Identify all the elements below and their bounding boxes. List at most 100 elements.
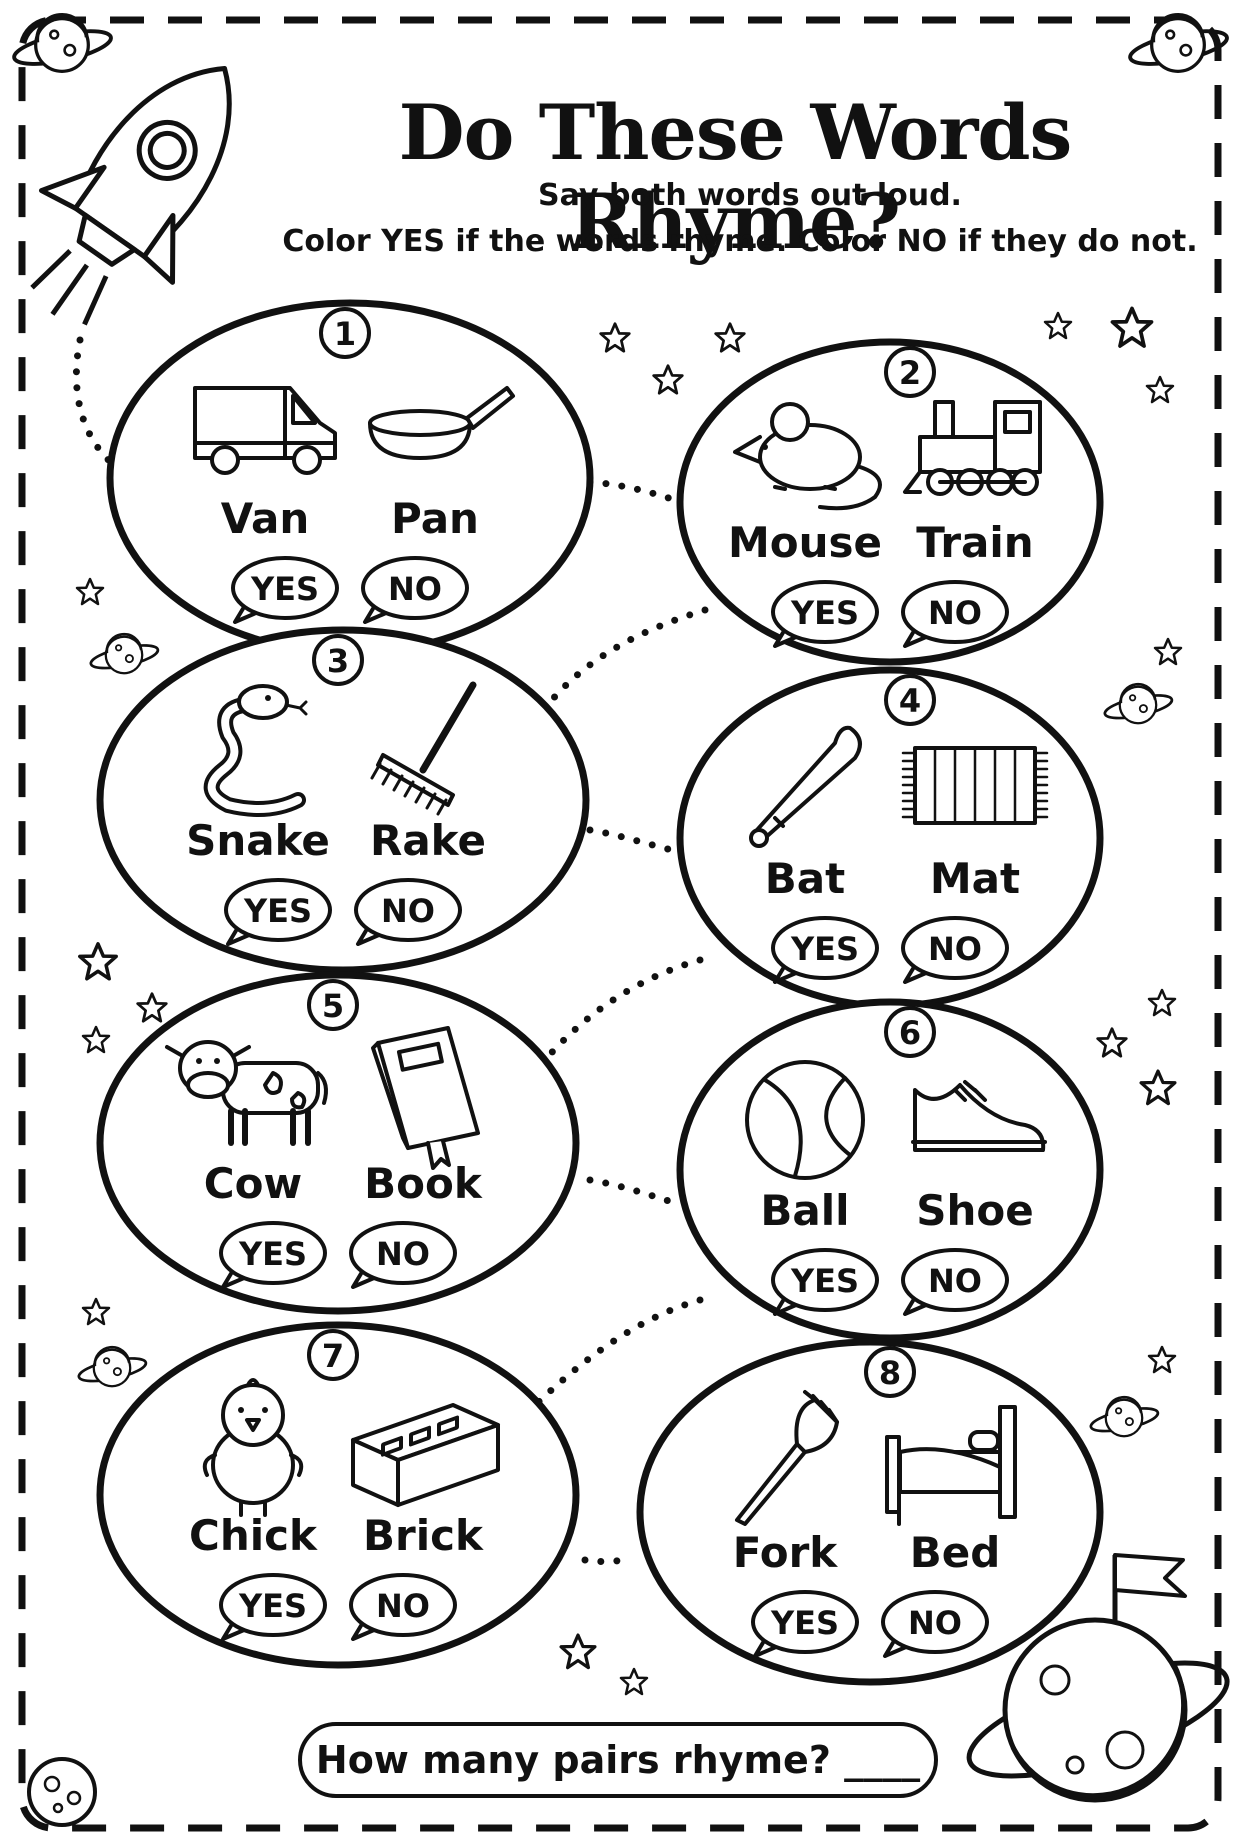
star-icon xyxy=(1139,1069,1177,1106)
pair-bubble xyxy=(676,338,1104,666)
instruction-line-2: Color YES if the words rhyme. Color NO i… xyxy=(282,224,1198,259)
star-icon xyxy=(714,322,746,353)
no-button[interactable]: NO xyxy=(354,878,462,946)
word-right: Bed xyxy=(910,1528,1001,1577)
planet-icon xyxy=(1101,682,1176,725)
pair-number-badge xyxy=(884,674,936,726)
no-button[interactable]: NO xyxy=(349,1221,457,1289)
no-button[interactable]: NO xyxy=(881,1590,989,1658)
no-label: NO xyxy=(376,1235,430,1273)
rake-icon xyxy=(370,681,477,816)
no-label: NO xyxy=(376,1587,430,1625)
pair-number: 7 xyxy=(322,1337,344,1375)
word-left: Cow xyxy=(204,1159,302,1208)
no-button[interactable]: NO xyxy=(361,556,469,624)
flag-icon xyxy=(1113,1553,1187,1598)
word-left: Fork xyxy=(733,1528,839,1577)
star-icon xyxy=(652,364,684,395)
star-icon xyxy=(1147,988,1177,1017)
no-button[interactable]: NO xyxy=(349,1573,457,1641)
pair-number-badge xyxy=(864,1346,916,1398)
yes-button[interactable]: YES xyxy=(771,580,879,648)
snake-icon xyxy=(203,684,308,817)
star-icon xyxy=(75,577,105,606)
rocket-icon xyxy=(30,66,232,326)
frying-pan-icon xyxy=(368,386,515,460)
yes-label: YES xyxy=(770,1604,839,1642)
yes-label: YES xyxy=(250,570,319,608)
pair-number-badge xyxy=(884,346,936,398)
train-icon xyxy=(903,400,1042,496)
planet-icon xyxy=(1087,1395,1162,1438)
word-right: Pan xyxy=(391,494,479,543)
pair-number-badge xyxy=(307,979,359,1031)
pair-number-badge xyxy=(319,307,371,359)
planet-with-flag-icon xyxy=(966,1553,1230,1803)
star-icon xyxy=(1110,306,1154,348)
chick-icon xyxy=(202,1378,304,1517)
no-button[interactable]: NO xyxy=(901,580,1009,648)
pair-number: 6 xyxy=(899,1014,921,1052)
word-left: Mouse xyxy=(728,518,882,567)
pair-number: 5 xyxy=(322,987,344,1025)
word-right: Mat xyxy=(930,854,1020,903)
ball-icon xyxy=(745,1060,865,1180)
pair-number-badge xyxy=(312,634,364,686)
no-button[interactable]: NO xyxy=(901,1248,1009,1316)
star-icon xyxy=(81,1025,111,1054)
planet-icon xyxy=(75,1345,150,1388)
star-icon xyxy=(78,942,118,981)
yes-button[interactable]: YES xyxy=(231,556,339,624)
no-label: NO xyxy=(928,594,982,632)
no-label: NO xyxy=(388,570,442,608)
yes-button[interactable]: YES xyxy=(224,878,332,946)
cow-icon xyxy=(165,1040,328,1146)
answer-box[interactable]: How many pairs rhyme? ____ xyxy=(298,1722,938,1798)
yes-button[interactable]: YES xyxy=(771,1248,879,1316)
star-icon xyxy=(1153,637,1183,666)
word-right: Brick xyxy=(363,1511,484,1560)
pair-bubble xyxy=(676,998,1104,1342)
word-left: Ball xyxy=(760,1186,849,1235)
star-icon xyxy=(1147,1345,1177,1374)
pair-number: 2 xyxy=(899,354,921,392)
pair-number-badge xyxy=(884,1006,936,1058)
word-left: Snake xyxy=(186,816,330,865)
star-icon xyxy=(81,1297,111,1326)
yes-label: YES xyxy=(238,1587,307,1625)
no-button[interactable]: NO xyxy=(901,916,1009,984)
pair-number-badge xyxy=(307,1329,359,1381)
mat-icon xyxy=(901,746,1049,825)
pair-number: 8 xyxy=(879,1354,901,1392)
yes-label: YES xyxy=(790,594,859,632)
page-border xyxy=(18,16,1222,1832)
star-icon xyxy=(559,1633,597,1670)
star-icon xyxy=(599,322,631,353)
no-label: NO xyxy=(381,892,435,930)
yes-label: YES xyxy=(790,1262,859,1300)
pair-bubble xyxy=(636,1338,1104,1686)
page-title: Do These Words Rhyme? xyxy=(398,88,1073,266)
pair-number: 3 xyxy=(327,642,349,680)
yes-button[interactable]: YES xyxy=(219,1221,327,1289)
yes-label: YES xyxy=(243,892,312,930)
no-label: NO xyxy=(928,1262,982,1300)
word-right: Book xyxy=(364,1159,483,1208)
star-icon xyxy=(1096,1027,1128,1058)
pair-number: 4 xyxy=(899,682,921,720)
yes-button[interactable]: YES xyxy=(771,916,879,984)
book-icon xyxy=(371,1026,480,1170)
yes-button[interactable]: YES xyxy=(751,1590,859,1658)
planet-icon xyxy=(9,13,116,73)
shoe-icon xyxy=(911,1080,1047,1152)
yes-button[interactable]: YES xyxy=(219,1573,327,1641)
yes-label: YES xyxy=(790,930,859,968)
bed-icon xyxy=(885,1405,1017,1526)
